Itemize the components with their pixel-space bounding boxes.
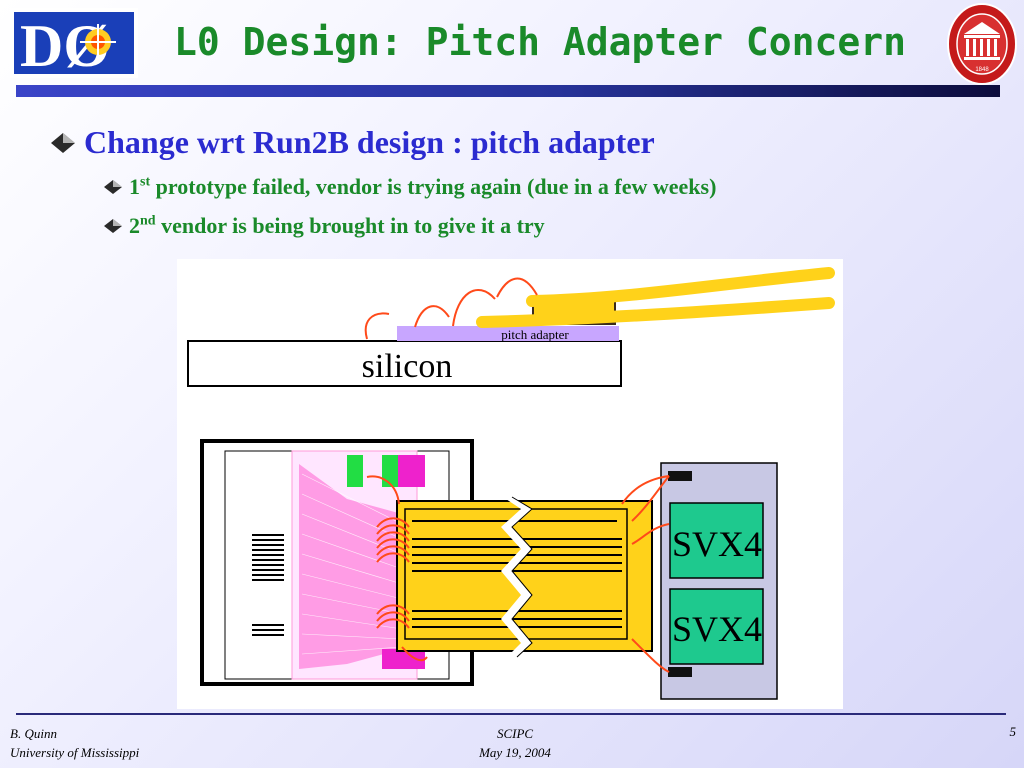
footer-event-block: SCIPC May 19, 2004 [420, 724, 610, 762]
flex-cable-lower [476, 297, 835, 328]
svx4-chip-2-label: SVX4 [672, 609, 762, 649]
svx4-chip-2 [669, 588, 764, 665]
wire-bond [452, 288, 496, 327]
bullet-sub-2-text: 2nd vendor is being brought in to give i… [129, 213, 545, 238]
svx4-chip-1 [669, 502, 764, 579]
footer-institution: University of Mississippi [10, 745, 140, 760]
silicon-label: silicon [362, 348, 453, 385]
wire-bond-group [621, 475, 670, 673]
wire-bond [496, 277, 538, 298]
wire-bond [364, 312, 390, 340]
sensor-strip-marks [252, 534, 284, 636]
wire-bond [414, 305, 450, 328]
footer-event: SCIPC [496, 726, 534, 741]
header-divider [16, 85, 1000, 97]
pitch-adapter-strip [397, 326, 619, 341]
wire-bond-group [366, 475, 428, 662]
seal-year: 1848 [975, 67, 989, 73]
flex-cable-upper [526, 267, 835, 307]
bullet-main: Change wrt Run2B design : pitch adapter [50, 124, 655, 161]
alignment-pad [382, 649, 425, 669]
pitch-adapter-label: pitch adapter [501, 327, 569, 342]
svx4-chip-1-label: SVX4 [672, 524, 762, 564]
page-number: 5 [1009, 724, 1017, 739]
pitch-adapter-diagram: silicon pitch adapter [177, 259, 843, 709]
diamond-bullet-icon [51, 132, 75, 153]
alignment-pad [382, 455, 398, 487]
diamond-bullet-icon [104, 219, 122, 233]
bullet-sub-2: 2nd vendor is being brought in to give i… [103, 213, 545, 239]
bullet-sub-1: 1st prototype failed, vendor is trying a… [103, 174, 716, 200]
bullet-main-text: Change wrt Run2B design : pitch adapter [84, 124, 655, 160]
diamond-bullet-icon [104, 180, 122, 194]
footer-author: B. Quinn [10, 726, 57, 741]
experiment-logo: DØ [10, 8, 138, 78]
alignment-pad [347, 455, 363, 487]
alignment-pad [398, 455, 425, 487]
page-title: L0 Design: Pitch Adapter Concern [173, 20, 907, 64]
university-seal-icon: 1848 [947, 3, 1017, 85]
footer-author-block: B. Quinn University of Mississippi [10, 724, 139, 762]
footer-divider [16, 713, 1006, 715]
footer-date: May 19, 2004 [479, 745, 551, 760]
bullet-sub-1-text: 1st prototype failed, vendor is trying a… [129, 174, 717, 199]
